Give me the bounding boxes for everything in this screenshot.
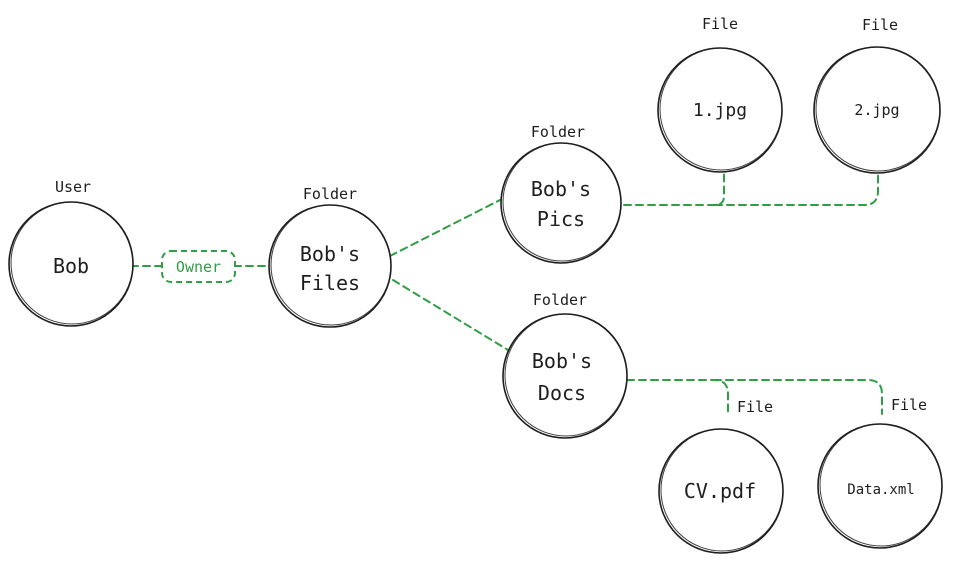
node-file-2jpg-name: 2.jpg	[854, 101, 899, 119]
node-bob[interactable]: User Bob	[8, 178, 134, 327]
node-file-dataxml[interactable]: File Data.xml	[817, 396, 943, 549]
node-file-1jpg-circle-sketch	[659, 47, 783, 171]
node-file-cvpdf[interactable]: File CV.pdf	[658, 398, 784, 554]
edge-bobs-docs-to-cvpdf[interactable]	[626, 379, 729, 415]
node-bobs-pics-line1: Bob's	[531, 177, 591, 201]
node-file-2jpg-circle-sketch	[815, 46, 941, 172]
node-bobs-pics-circle-sketch	[502, 142, 622, 262]
node-bobs-files-line2: Files	[300, 271, 360, 295]
edge-bobs-pics-to-2jpg[interactable]	[714, 171, 879, 206]
node-bobs-docs[interactable]: Folder Bob's Docs	[502, 291, 628, 439]
owner-label-text: Owner	[176, 258, 221, 276]
node-file-1jpg-name: 1.jpg	[693, 100, 747, 121]
node-file-dataxml-circle-sketch	[819, 423, 943, 547]
node-bobs-pics-type-label: Folder	[531, 123, 585, 141]
node-bobs-pics-line2: Pics	[537, 207, 585, 231]
owner-edge-label[interactable]: Owner	[161, 250, 236, 283]
node-bobs-files-circle-sketch	[270, 204, 392, 326]
edges	[130, 171, 883, 415]
node-file-2jpg-type-label: File	[862, 16, 898, 34]
node-file-2jpg[interactable]: File 2.jpg	[813, 16, 941, 174]
node-bobs-files[interactable]: Folder Bob's Files	[268, 185, 392, 328]
node-file-dataxml-name: Data.xml	[847, 482, 914, 498]
node-file-1jpg-type-label: File	[702, 15, 738, 33]
node-bobs-docs-circle-sketch	[504, 313, 628, 437]
edge-bobs-files-to-bobs-pics[interactable]	[389, 199, 501, 257]
node-file-1jpg[interactable]: File 1.jpg	[657, 15, 783, 173]
node-bobs-docs-line2: Docs	[538, 381, 586, 405]
node-bobs-docs-line1: Bob's	[532, 349, 592, 373]
node-bob-type-label: User	[55, 178, 91, 196]
node-file-dataxml-type-label: File	[891, 396, 927, 414]
node-file-cvpdf-name: CV.pdf	[684, 479, 756, 503]
node-bobs-files-line1: Bob's	[300, 242, 360, 266]
node-bobs-files-type-label: Folder	[303, 185, 357, 203]
node-bobs-pics[interactable]: Folder Bob's Pics	[500, 123, 622, 264]
node-bob-name: Bob	[53, 254, 89, 278]
node-bobs-docs-type-label: Folder	[533, 291, 587, 309]
node-bob-circle-sketch	[10, 201, 134, 325]
node-file-cvpdf-circle-sketch	[660, 428, 784, 552]
node-file-cvpdf-type-label: File	[737, 398, 773, 416]
edge-bobs-pics-to-1jpg[interactable]	[623, 171, 725, 206]
owner-label-box	[161, 250, 236, 283]
edge-bobs-files-to-bobs-docs[interactable]	[392, 279, 509, 351]
